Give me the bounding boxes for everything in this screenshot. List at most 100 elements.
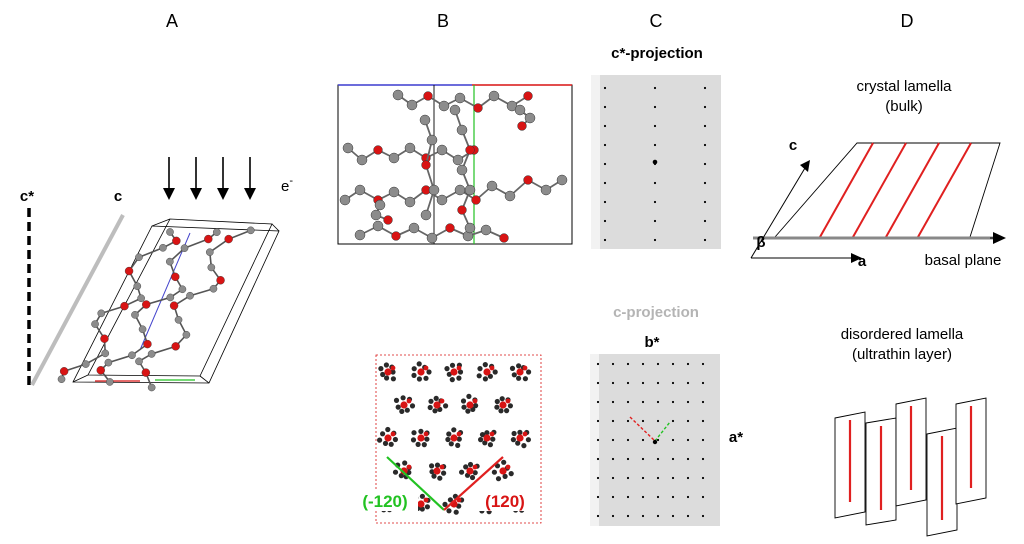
diffraction-spot (653, 181, 657, 185)
diffraction-spot (686, 400, 690, 404)
diffraction-spot (671, 400, 675, 404)
diffraction-spot (603, 143, 607, 147)
carbon-atom (431, 473, 437, 479)
carbon-atom (128, 351, 136, 360)
diffraction-spot (656, 438, 660, 442)
diffraction-spot (641, 476, 645, 480)
carbon-atom (436, 144, 448, 156)
reciprocal-green-dashed (654, 421, 671, 442)
panel-letter-d: D (901, 11, 914, 31)
carbon-atom (135, 357, 143, 366)
oxygen-atom (142, 300, 151, 309)
carbon-atom (451, 427, 457, 433)
carbon-atom (426, 134, 438, 146)
oxygen-atom (505, 464, 511, 470)
diffraction-spot (626, 400, 630, 404)
diffraction-center (652, 439, 658, 445)
carbon-atom (384, 375, 390, 381)
diffraction-spot (653, 238, 657, 242)
oxygen-atom (124, 266, 134, 276)
carbon-atom (445, 436, 451, 443)
carbon-atom (428, 184, 440, 196)
carbon-atom (434, 462, 441, 468)
carbon-atom (135, 253, 143, 262)
carbon-atom (456, 436, 462, 442)
carbon-atom (459, 469, 465, 475)
carbon-atom (388, 441, 394, 447)
oxygen-atom (466, 467, 474, 475)
bond (184, 238, 209, 249)
diffraction-spot (603, 219, 607, 223)
crystal-lamella-subtitle: (bulk) (885, 98, 923, 115)
carbon-atom (404, 196, 416, 208)
panel-letter-a: A (166, 11, 178, 31)
diffraction-spot (641, 362, 645, 366)
carbon-atom (479, 432, 486, 438)
diffraction-spot (656, 457, 660, 461)
diffraction-spot (611, 362, 615, 366)
carbon-atom (444, 366, 450, 372)
axis-a-label: a (858, 253, 867, 270)
oxygen-atom (96, 366, 105, 375)
carbon-atom (516, 375, 522, 381)
plane-line-green (386, 456, 445, 511)
diffraction-spot (611, 514, 615, 518)
disordered-plates (834, 397, 987, 537)
diffraction-spot (653, 105, 657, 109)
carbon-atom (212, 228, 221, 236)
oxygen-atom (417, 368, 425, 376)
carbon-atom (378, 366, 384, 372)
plane-label-120: (120) (485, 492, 525, 511)
oxygen-atom (391, 231, 401, 241)
bond (138, 247, 164, 259)
carbon-atom (186, 291, 194, 300)
carbon-atom (399, 408, 405, 414)
carbon-atom (501, 459, 507, 465)
oxygen-atom (450, 434, 458, 442)
panel-d: crystal lamella (bulk) c β a basal plane… (750, 78, 1006, 537)
carbon-atom (517, 429, 523, 435)
carbon-atom (482, 362, 488, 368)
carbon-atom (456, 164, 468, 176)
diffraction-spot (703, 124, 707, 128)
carbon-atom (402, 460, 408, 466)
carbon-atom (515, 440, 521, 446)
diffraction-strip-top (591, 75, 600, 249)
diffraction-spot (703, 238, 707, 242)
crystal-lamella-title: crystal lamella (856, 78, 952, 95)
carbon-atom (443, 403, 449, 409)
diffraction-spot (686, 419, 690, 423)
carbon-atom (207, 263, 216, 272)
diffraction-spot (603, 200, 607, 204)
carbon-atom (456, 124, 468, 136)
carbon-atom (385, 426, 391, 433)
carbon-atom (377, 437, 383, 443)
carbon-atom (460, 398, 467, 404)
diffraction-spot (596, 457, 600, 461)
diffraction-spot (596, 514, 600, 518)
carbon-atom (104, 358, 113, 367)
diffraction-spot (671, 438, 675, 442)
diffraction-spot (626, 457, 630, 461)
carbon-atom (482, 440, 488, 446)
diffraction-spots-top (603, 86, 707, 242)
oxygen-atom (390, 365, 396, 371)
diffraction-spot (626, 476, 630, 480)
diffraction-strip-bottom (590, 354, 599, 526)
carbon-atom (494, 398, 500, 405)
oxygen-atom (406, 398, 412, 404)
carbon-atom (510, 437, 516, 443)
diffraction-spot (686, 362, 690, 366)
carbon-atom (477, 366, 483, 372)
oxygen-atom (473, 103, 483, 113)
diffraction-spot (703, 200, 707, 204)
carbon-atom (556, 174, 568, 186)
diffraction-spot (596, 400, 600, 404)
carbon-atom (455, 442, 461, 448)
panel-letter-b: B (437, 11, 449, 31)
lamella-parallelogram (774, 142, 1001, 238)
carbon-atom (448, 441, 454, 447)
carbon-atom (423, 375, 429, 381)
diffraction-spot (641, 400, 645, 404)
oxygen-atom (169, 301, 179, 310)
